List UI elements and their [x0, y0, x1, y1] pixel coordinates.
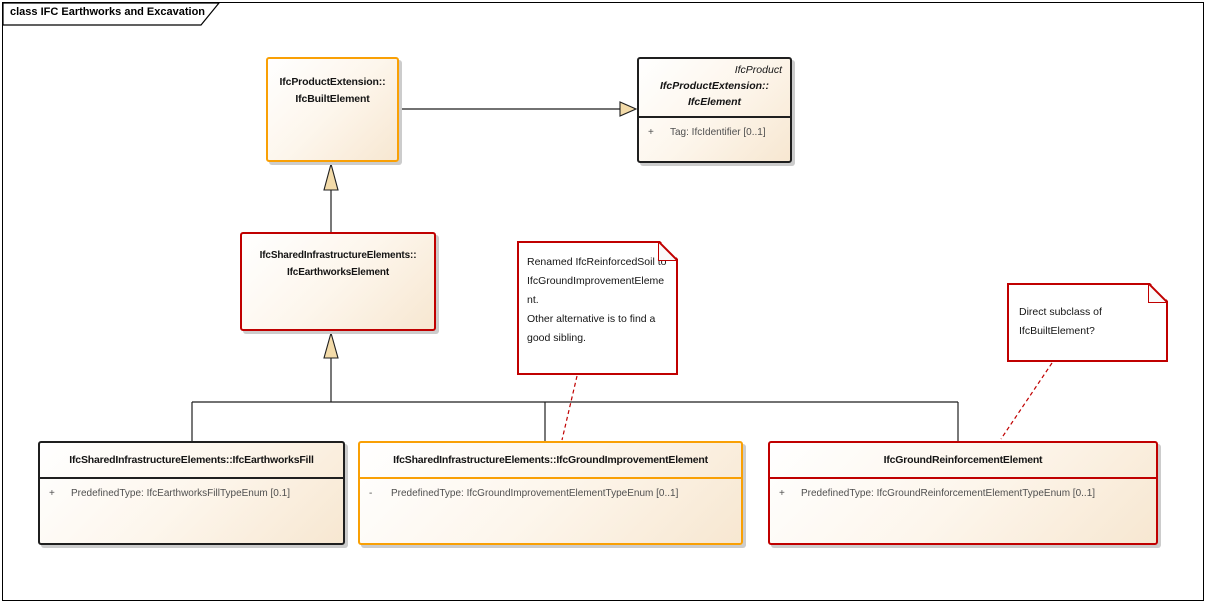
attribute-text: PredefinedType: IfcGroundImprovementElem… [391, 488, 679, 499]
note-text: Direct subclass of IfcBuiltElement? [1019, 306, 1105, 337]
note-direct-subclass[interactable]: Direct subclass of IfcBuiltElement? [1007, 283, 1168, 362]
compartment-divider [770, 477, 1156, 479]
note-renamed[interactable]: Renamed IfcReinforcedSoil to IfcGroundIm… [517, 241, 678, 375]
attribute-row: + Tag: IfcIdentifier [0..1] [639, 118, 790, 138]
generalization-builtelement-to-element[interactable] [400, 101, 638, 117]
class-ifcgroundreinforcementelement[interactable]: IfcGroundReinforcementElement + Predefin… [768, 441, 1158, 545]
compartment-divider [639, 116, 790, 118]
attribute-row: + PredefinedType: IfcGroundReinforcement… [770, 479, 1156, 499]
class-ifcelement[interactable]: IfcProduct IfcProductExtension:: IfcElem… [637, 57, 792, 163]
title-tab [2, 2, 221, 26]
parent-classifier-label: IfcProduct [734, 64, 782, 76]
generalization-arrowhead-icon [323, 161, 339, 191]
attribute-row: - PredefinedType: IfcGroundImprovementEl… [360, 479, 741, 499]
attribute-text: Tag: IfcIdentifier [0..1] [670, 127, 766, 138]
attribute-visibility: - [369, 488, 373, 499]
generalization-arrowhead-icon [619, 101, 638, 117]
class-name: IfcSharedInfrastructureElements::IfcEart… [69, 454, 314, 466]
generalization-children-to-earthworks[interactable] [191, 330, 959, 441]
class-ifcearthworkselement[interactable]: IfcSharedInfrastructureElements:: IfcEar… [240, 232, 436, 331]
diagram-title: class IFC Earthworks and Excavation [10, 6, 206, 18]
class-ifcearthworksfill[interactable]: IfcSharedInfrastructureElements::IfcEart… [38, 441, 345, 545]
note-fold-icon [1148, 283, 1168, 303]
attribute-text: PredefinedType: IfcGroundReinforcementEl… [801, 488, 1096, 499]
compartment-divider [40, 477, 343, 479]
class-name: IfcSharedInfrastructureElements:: IfcEar… [259, 250, 417, 278]
note-fold-icon [658, 241, 678, 261]
class-ifcbuiltelement[interactable]: IfcProductExtension:: IfcBuiltElement [266, 57, 399, 162]
notelink-renamed[interactable] [561, 375, 578, 441]
note-text: Renamed IfcReinforcedSoil to IfcGroundIm… [527, 256, 667, 344]
class-ifcgroundimprovementelement[interactable]: IfcSharedInfrastructureElements::IfcGrou… [358, 441, 743, 545]
generalization-arrowhead-icon [323, 330, 339, 359]
attribute-visibility: + [779, 488, 785, 499]
class-name: IfcSharedInfrastructureElements::IfcGrou… [393, 454, 708, 466]
attribute-row: + PredefinedType: IfcEarthworksFillTypeE… [40, 479, 343, 499]
class-name: IfcGroundReinforcementElement [883, 454, 1043, 466]
generalization-earthworks-to-builtelement[interactable] [323, 161, 339, 232]
attribute-visibility: + [648, 127, 654, 138]
compartment-divider [360, 477, 741, 479]
attribute-text: PredefinedType: IfcEarthworksFillTypeEnu… [71, 488, 290, 499]
class-name: IfcProductExtension:: IfcElement [659, 80, 770, 108]
notelink-direct-subclass[interactable] [1000, 362, 1053, 440]
class-name: IfcProductExtension:: IfcBuiltElement [279, 76, 386, 105]
attribute-visibility: + [49, 488, 55, 499]
